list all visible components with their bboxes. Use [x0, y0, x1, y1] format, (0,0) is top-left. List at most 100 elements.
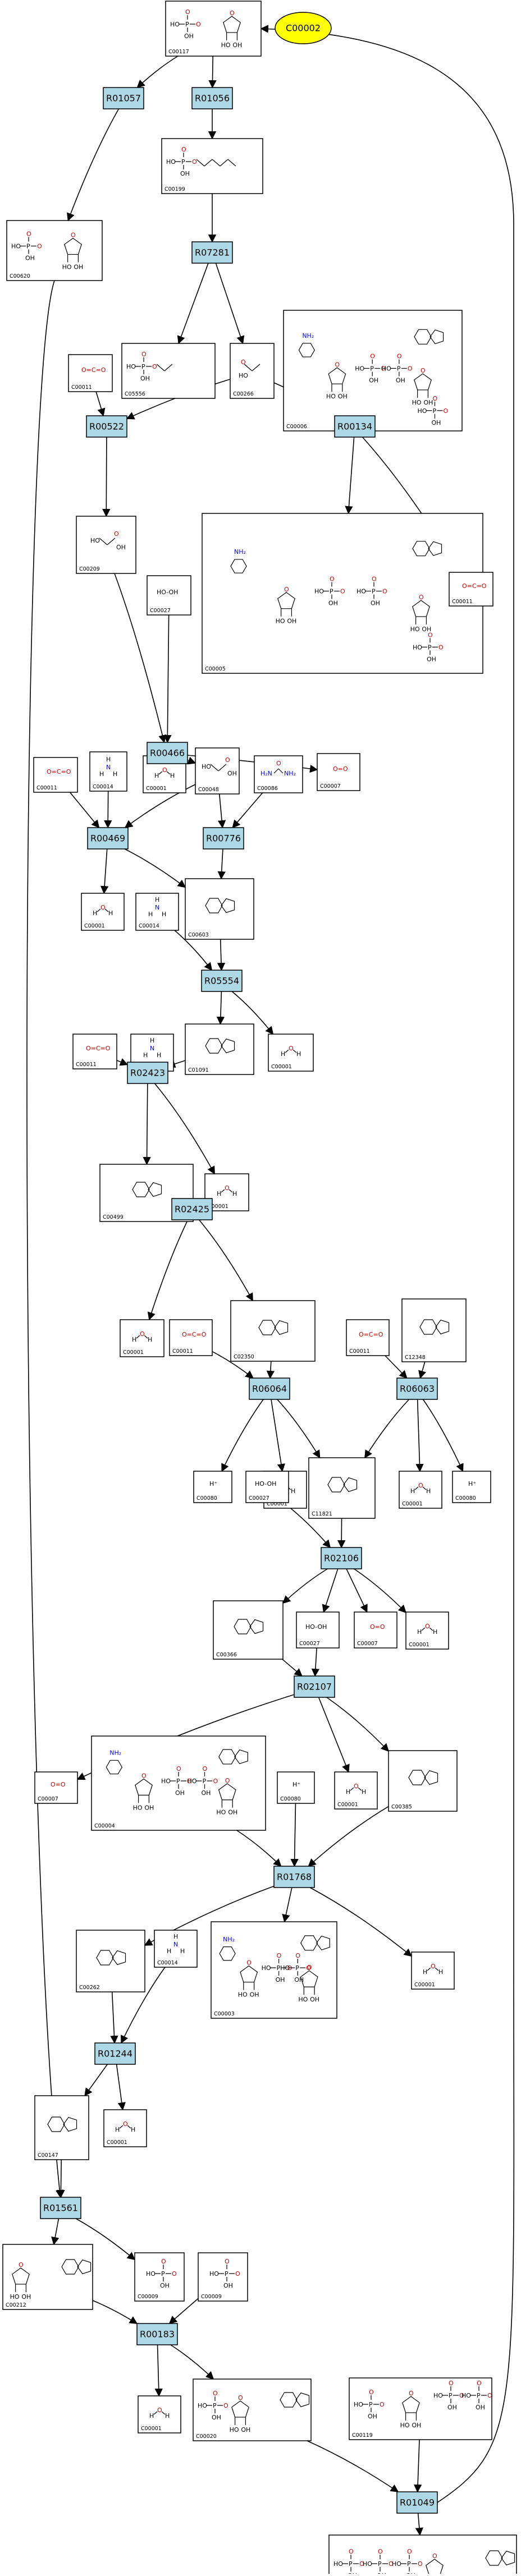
- reaction-R00522[interactable]: R00522: [86, 416, 127, 437]
- compound-c385[interactable]: C00385: [389, 1751, 457, 1811]
- reaction-R01056[interactable]: R01056: [192, 88, 232, 109]
- edge-c4-r1768: [237, 1830, 281, 1866]
- svg-text:N: N: [173, 1941, 178, 1948]
- compound-box: [213, 1601, 283, 1659]
- reaction-R02107[interactable]: R02107: [294, 1676, 335, 1697]
- compound-id: C00011: [76, 1062, 97, 1068]
- compound-id: C00001: [271, 1064, 292, 1070]
- compound-c11833[interactable]: C11821: [309, 1458, 375, 1518]
- svg-text:H: H: [148, 1336, 152, 1343]
- svg-text:OH: OH: [427, 655, 436, 663]
- reaction-R05554[interactable]: R05554: [202, 970, 242, 991]
- edge-r2106-c1h: [354, 1569, 406, 1613]
- svg-text:O: O: [425, 1623, 430, 1630]
- compound-c262[interactable]: C00262: [76, 1930, 145, 1992]
- compound-c2350[interactable]: C02350: [231, 1301, 315, 1361]
- compound-c80b[interactable]: H⁺C00080: [453, 1471, 491, 1503]
- svg-text:O: O: [123, 2120, 128, 2128]
- compound-c147[interactable]: C00147: [35, 2096, 89, 2160]
- reaction-R01057[interactable]: R01057: [103, 88, 144, 109]
- compound-c366[interactable]: C00366: [213, 1601, 283, 1659]
- svg-text:H: H: [108, 910, 113, 917]
- compound-c12348[interactable]: C12348: [402, 1299, 466, 1362]
- reaction-R02423[interactable]: R02423: [127, 1062, 168, 1083]
- compound-c1091[interactable]: C01091: [185, 1024, 254, 1075]
- svg-text:H⁺: H⁺: [293, 1781, 300, 1788]
- compound-id: C00007: [38, 1796, 58, 1802]
- reaction-R00466[interactable]: R00466: [147, 742, 188, 764]
- reaction-R00469[interactable]: R00469: [88, 828, 128, 849]
- reaction-R06063[interactable]: R06063: [397, 1378, 437, 1399]
- reaction-R02106[interactable]: R02106: [321, 1548, 362, 1569]
- reaction-R00183[interactable]: R00183: [137, 2324, 177, 2345]
- structure-H2O2: HO-OH: [305, 1623, 327, 1631]
- compound-id: C00001: [414, 1982, 435, 1988]
- reaction-R02425[interactable]: R02425: [172, 1199, 212, 1220]
- highlight-label: C00002: [286, 23, 321, 34]
- edge-c80c-r1768: [294, 1803, 295, 1866]
- compound-c80a[interactable]: H⁺C00080: [194, 1471, 232, 1503]
- svg-text:O: O: [433, 395, 438, 402]
- reaction-R06064[interactable]: R06064: [249, 1378, 290, 1399]
- svg-text:OH: OH: [328, 600, 338, 607]
- reaction-R01768[interactable]: R01768: [274, 1866, 314, 1888]
- reaction-R00134[interactable]: R00134: [335, 416, 375, 437]
- compound-c2[interactable]: HOPOOOHHOPOOOHHOPOOOHOOHHOC00002: [329, 2535, 517, 2574]
- reaction-label: R00466: [150, 748, 185, 759]
- highlight-marker[interactable]: C00002: [275, 12, 331, 44]
- structure-CO2: O=C=O: [462, 582, 487, 590]
- svg-text:O: O: [141, 1772, 147, 1779]
- reaction-R00776[interactable]: R00776: [203, 828, 244, 849]
- reaction-R01244[interactable]: R01244: [95, 2043, 135, 2064]
- compound-c80c[interactable]: H⁺C00080: [277, 1772, 314, 1803]
- reaction-R07281[interactable]: R07281: [192, 242, 232, 263]
- reaction-R01561[interactable]: R01561: [40, 2197, 81, 2219]
- compound-c603[interactable]: C00603: [185, 879, 254, 939]
- reaction-R01049[interactable]: R01049: [397, 2492, 437, 2513]
- svg-text:OH: OH: [287, 618, 296, 625]
- svg-text:O=O: O=O: [370, 1623, 385, 1631]
- svg-text:H: H: [148, 911, 153, 918]
